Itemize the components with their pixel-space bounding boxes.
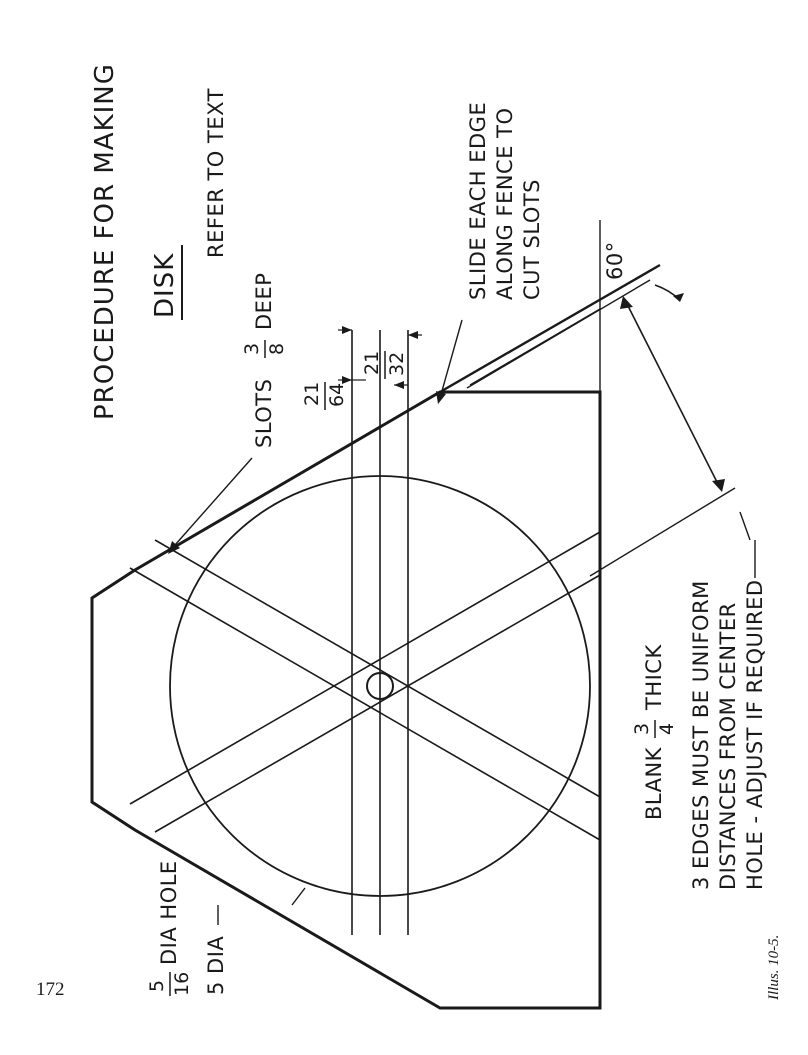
slide-note-line-2: ALONG FENCE TO [493, 107, 517, 300]
blank-fraction-num: 3 [631, 723, 653, 735]
dim-1-num: 21 [301, 382, 323, 406]
dim-2-num: 21 [361, 351, 383, 375]
leader-5-dia [291, 887, 306, 906]
edge-distance-dimension [466, 279, 736, 577]
slots-label-suffix: DEEP [252, 273, 276, 330]
blank-fraction-den: 4 [656, 723, 678, 735]
blank-outline [90, 390, 602, 1010]
illustration-caption: Illus. 10-5. [766, 935, 782, 1001]
edges-note-line-3: HOLE - ADJUST IF REQUIRED [743, 579, 767, 890]
page-number: 172 [36, 979, 65, 1000]
hole-fraction-num: 5 [146, 980, 168, 992]
hole-fraction-den: 16 [171, 972, 193, 996]
slide-note-line-3: CUT SLOTS [520, 179, 544, 300]
edges-note-line-1: 3 EDGES MUST BE UNIFORM [689, 580, 713, 890]
dim-1-den: 64 [326, 383, 348, 407]
leader-slide-edge [436, 319, 463, 404]
slots-label-prefix: SLOTS [252, 379, 276, 448]
dia-label: 5 DIA [204, 936, 228, 995]
slot-lines-diagonal-a [129, 539, 601, 841]
leader-edges-uniform [739, 511, 751, 541]
hole-label: DIA HOLE [157, 860, 181, 965]
slot-lines-vertical [351, 330, 409, 935]
slide-note-line-1: SLIDE EACH EDGE [466, 102, 490, 300]
slot-dimension-marks [338, 326, 422, 389]
leader-slots [168, 457, 253, 554]
blank-label-prefix: BLANK [642, 746, 666, 820]
edges-note-line-2: DISTANCES FROM CENTER [716, 602, 740, 890]
title-line-1: PROCEDURE FOR MAKING [90, 63, 120, 420]
slots-fraction-den: 8 [266, 343, 288, 355]
angle-label: 60° [603, 241, 627, 280]
title-line-2: DISK [150, 253, 180, 318]
slots-fraction-num: 3 [241, 343, 263, 355]
dim-2-den: 32 [386, 352, 408, 376]
slot-lines-diagonal-b [129, 531, 601, 833]
blank-label-suffix: THICK [642, 644, 666, 711]
angle-arc [654, 284, 684, 302]
refer-to-text: REFER TO TEXT [204, 88, 228, 258]
